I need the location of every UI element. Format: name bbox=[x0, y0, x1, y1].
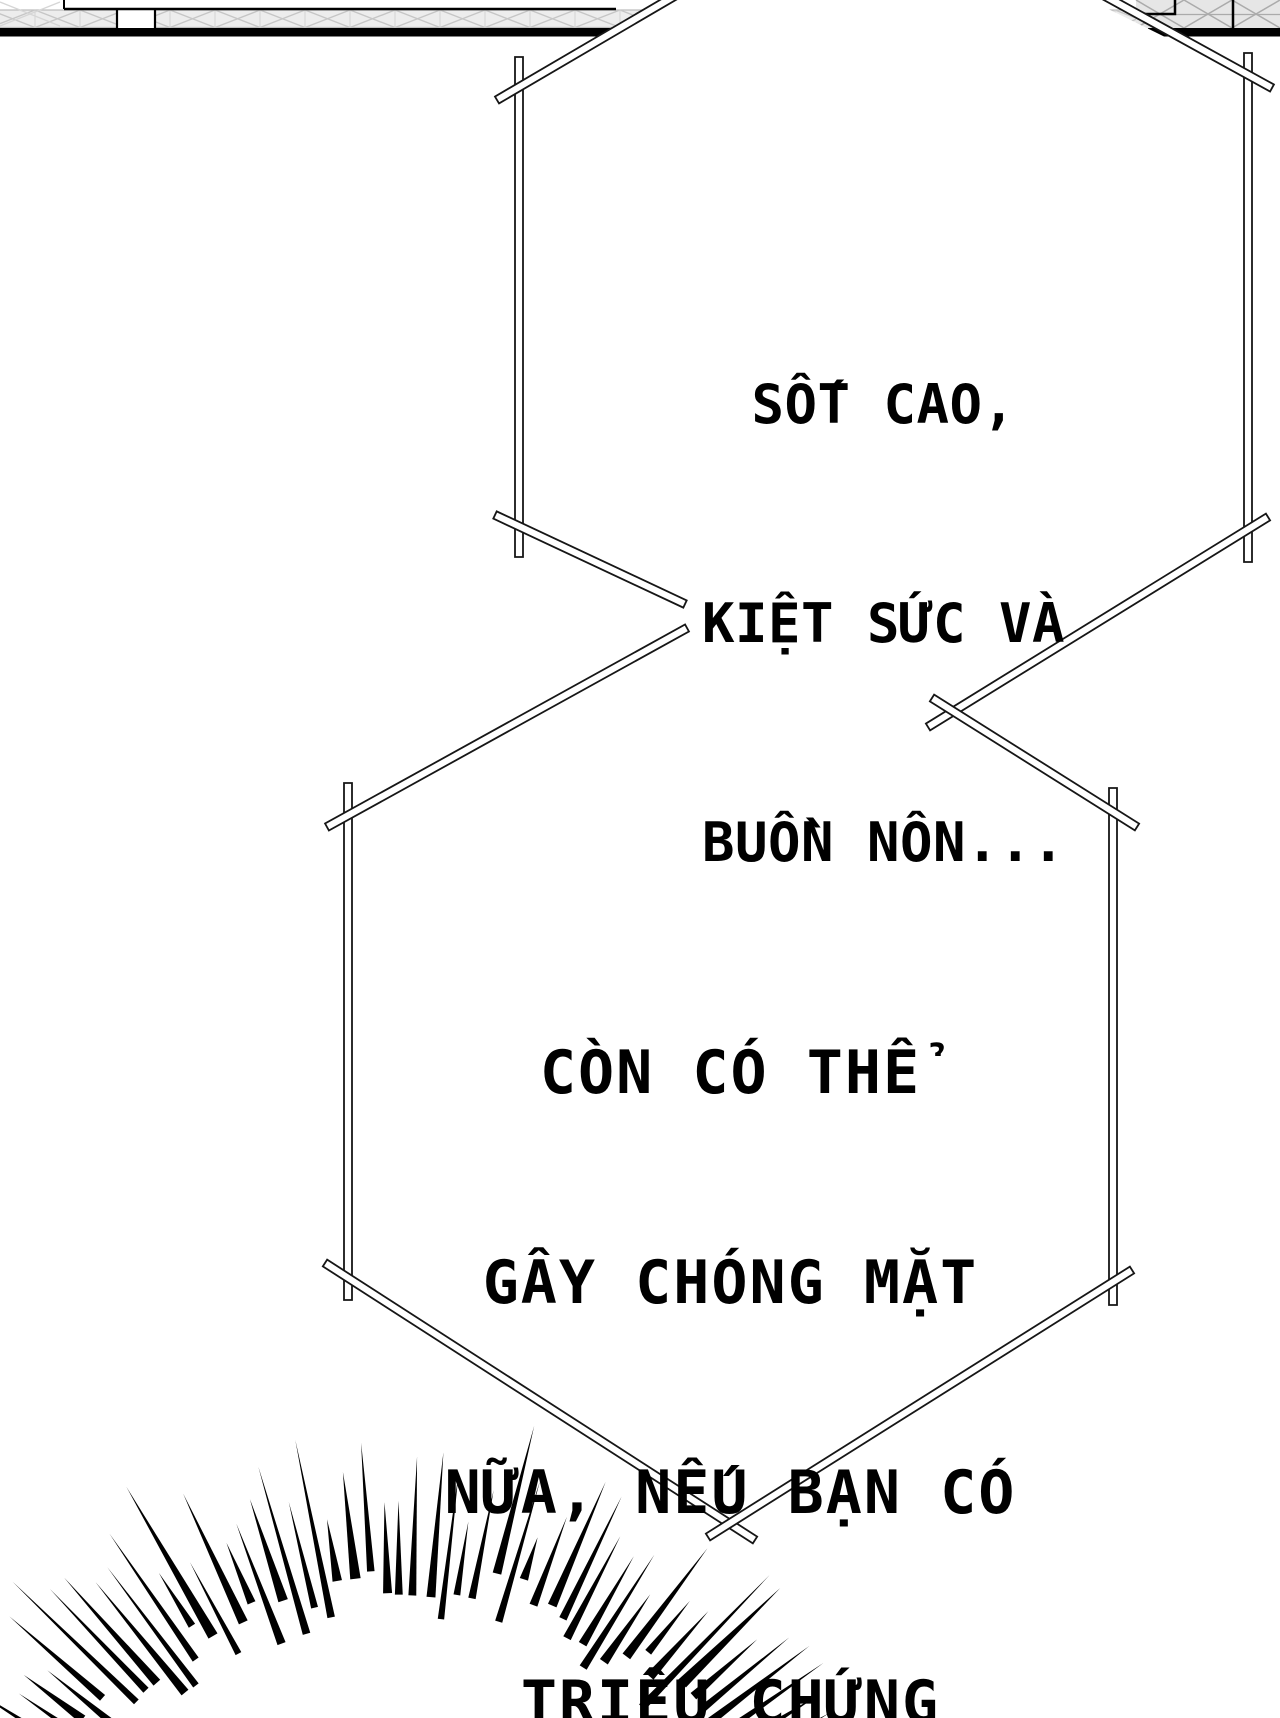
speech-line: KIỆT SỨC VÀ bbox=[701, 592, 1066, 655]
speech-bubble-outlines bbox=[321, 0, 1276, 1545]
speech-line: GÂY CHÓNG MẶT bbox=[482, 1248, 979, 1318]
speed-burst-effect bbox=[0, 1425, 830, 1718]
speech-bubble-fills bbox=[348, 0, 1248, 1520]
speech-bubble-1: SỐT CAO, KIỆT SỨC VÀ BUỒN NÔN... bbox=[519, 222, 1248, 1025]
speech-line: SỐT CAO, bbox=[751, 373, 1016, 436]
speech-line: CÒN CÓ THỂ bbox=[539, 1038, 922, 1108]
speech-line: TRIỆU CHỨNG bbox=[520, 1668, 941, 1718]
speech-line: NỮA, NẾU BẠN CÓ bbox=[444, 1458, 1017, 1528]
speech-line: BUỒN NÔN... bbox=[701, 811, 1066, 874]
speech-bubble-2: CÒN CÓ THỂ GÂY CHÓNG MẶT NỮA, NẾU BẠN CÓ… bbox=[348, 898, 1113, 1718]
